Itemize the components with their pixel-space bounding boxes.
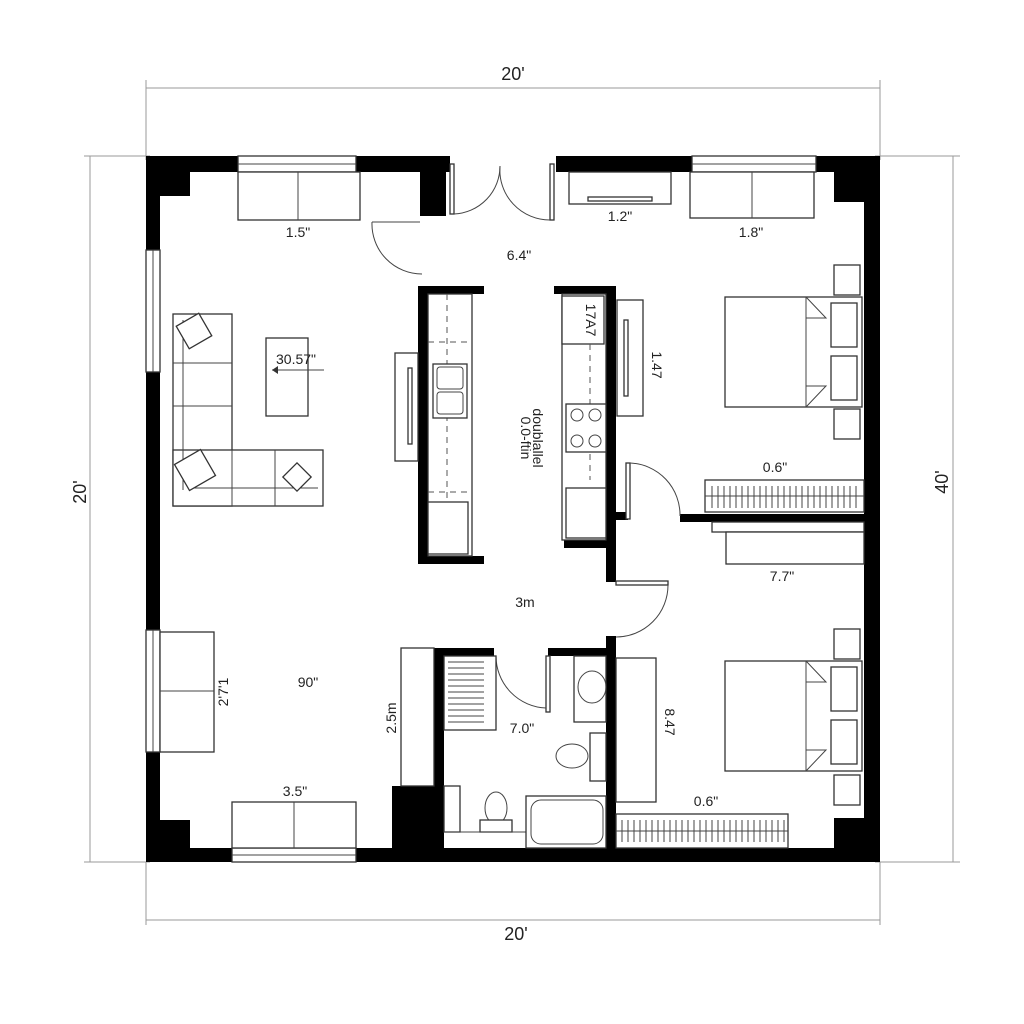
storage-label: 2.5m xyxy=(383,702,399,733)
window-left-upper xyxy=(145,249,161,373)
bedroom1-bed xyxy=(724,264,863,440)
kitchen-counter-left xyxy=(427,293,473,557)
toilet-2 xyxy=(484,791,508,825)
dimension-right: 40' xyxy=(875,155,960,863)
cabinet-top-label: 1.2" xyxy=(608,208,632,224)
stove xyxy=(565,403,607,453)
bedroom1-console-label: 1.47 xyxy=(649,351,665,378)
kitchen-counter-right: 17A7 xyxy=(561,293,607,541)
entry-hall-label: 6.4" xyxy=(507,247,531,263)
bedroom1-closet-label: 0.6" xyxy=(763,459,787,475)
bedroom1-tv-console: 1.47 xyxy=(616,299,665,417)
window-bottom xyxy=(231,847,357,863)
kitchen-label-line2: doublallel xyxy=(530,408,546,467)
bedroom1-dresser xyxy=(711,521,865,565)
bedroom1-window-label: 1.8" xyxy=(739,224,763,240)
storage-cabinet: 2.5m xyxy=(383,647,435,787)
window-bench-top-right xyxy=(689,171,815,219)
window-top-right xyxy=(691,155,817,173)
window-left-lower xyxy=(145,629,161,753)
dimension-top-label: 20' xyxy=(501,64,524,84)
door-living-kitchen[interactable] xyxy=(371,221,423,275)
toilet xyxy=(555,743,589,769)
bathtub xyxy=(525,795,607,849)
door-bathroom[interactable] xyxy=(495,655,551,713)
kitchen-label-line1: 0.0-ftin xyxy=(518,417,534,460)
bedroom1-closet xyxy=(704,479,865,513)
bedroom2-closet xyxy=(615,813,789,849)
bedroom1-dresser-label: 7.7" xyxy=(770,568,794,584)
bedroom2-bed xyxy=(724,628,863,806)
living-window-bottom-label: 3.5" xyxy=(283,783,307,799)
window-bench-left xyxy=(159,631,215,753)
hallway-label: 3m xyxy=(515,594,534,610)
window-bench-top-left xyxy=(237,171,361,221)
bedroom2-dresser-label: 8.47 xyxy=(662,708,678,735)
tv-console xyxy=(394,352,419,462)
dimension-bottom: 20' xyxy=(145,862,881,944)
sink-counter xyxy=(573,655,607,723)
interior-walls xyxy=(392,286,866,856)
sink xyxy=(577,670,607,704)
coffee-table: 30.57" xyxy=(265,337,324,417)
living-window-left-label: 2'7'1 xyxy=(215,677,231,706)
windows xyxy=(145,155,817,863)
door-bedroom2[interactable] xyxy=(615,580,669,638)
dimension-left-label: 20' xyxy=(70,480,90,503)
exterior-walls xyxy=(146,156,880,862)
bedroom2-dresser: 8.47 xyxy=(615,657,678,803)
coffee-table-label: 30.57" xyxy=(276,351,316,367)
door-bedroom1[interactable] xyxy=(625,462,681,520)
living-room-label: 90" xyxy=(298,674,319,690)
window-bench-bottom xyxy=(231,801,357,849)
closet-hangers-1 xyxy=(711,486,857,508)
fridge xyxy=(561,295,605,345)
dimension-right-label: 40' xyxy=(932,470,952,493)
bathroom-label: 7.0" xyxy=(510,720,534,736)
entry-double-door[interactable] xyxy=(449,163,555,221)
fridge-label: 17A7 xyxy=(583,304,599,337)
bathroom-fixtures xyxy=(443,655,607,849)
living-window-top-label: 1.5" xyxy=(286,224,310,240)
window-top-left xyxy=(237,155,357,173)
dimension-top: 20' xyxy=(145,64,881,160)
bedroom2-closet-label: 0.6" xyxy=(694,793,718,809)
dimension-bottom-label: 20' xyxy=(504,924,527,944)
dimension-left: 20' xyxy=(70,155,150,863)
cabinet-top xyxy=(568,171,672,205)
sectional-sofa xyxy=(172,312,324,507)
